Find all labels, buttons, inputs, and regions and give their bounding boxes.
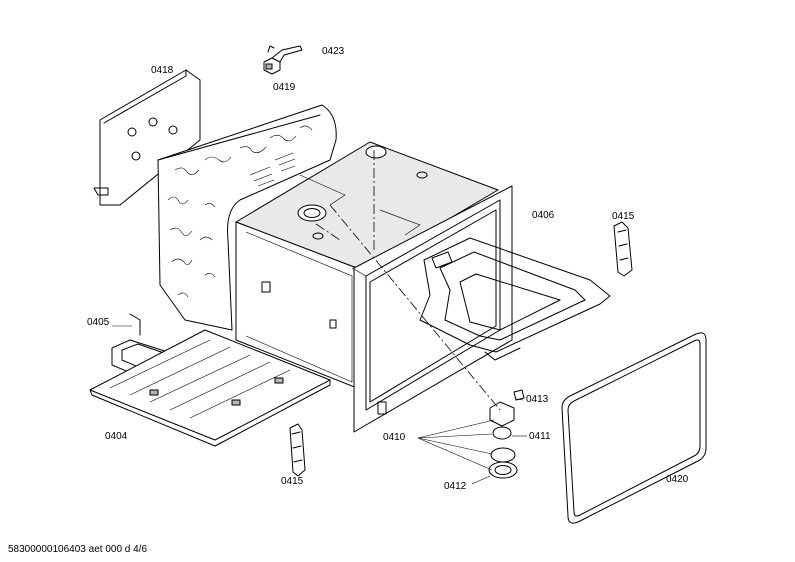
callout-0410: 0410: [383, 432, 406, 443]
part-0406-grill-element: [419, 237, 611, 361]
part-0410-assembly: [488, 389, 525, 479]
callout-0419: 0419: [273, 82, 296, 93]
document-footer-id: 58300000106403 aet 000 d 4/6: [8, 544, 148, 555]
callout-0406: 0406: [532, 210, 555, 221]
part-0423-bracket: [263, 45, 303, 75]
callout-0420: 0420: [666, 474, 689, 485]
part-0418-rear-plate: [93, 69, 201, 206]
callout-0415-top: 0415: [612, 211, 635, 222]
callout-0405: 0405: [87, 317, 110, 328]
callout-0418: 0418: [151, 65, 174, 76]
oven-cavity: [235, 141, 513, 433]
leader-lines: [112, 325, 527, 485]
callout-0415-bottom: 0415: [281, 476, 304, 487]
callout-0413: 0413: [526, 394, 549, 405]
callout-0423: 0423: [322, 46, 345, 57]
part-0420-door-seal: [561, 332, 707, 524]
callout-0404: 0404: [105, 431, 128, 442]
part-0415-shelf-support-top: [613, 221, 633, 277]
alignment-lines: [315, 150, 501, 411]
callout-0411: 0411: [529, 431, 551, 442]
part-0419-insulation: [157, 104, 337, 331]
callout-0412: 0412: [444, 481, 467, 492]
part-0404-bottom-tray: [89, 329, 331, 447]
part-0415-shelf-support-bottom: [289, 423, 306, 477]
